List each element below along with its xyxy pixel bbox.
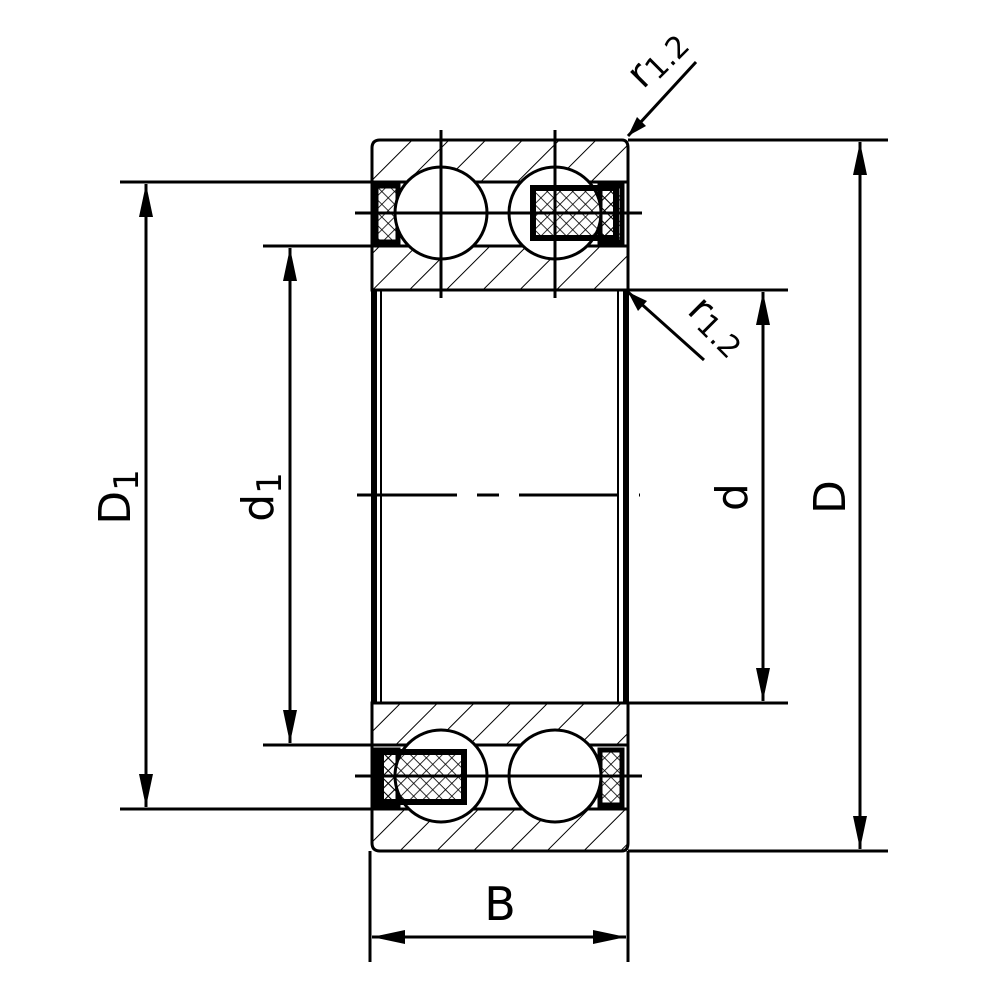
dimension-lines bbox=[139, 60, 867, 944]
bottom-section bbox=[355, 701, 642, 853]
inner-ring-top-hatch bbox=[372, 246, 628, 290]
label-D1-sub: 1 bbox=[107, 469, 147, 491]
top-section bbox=[355, 130, 642, 298]
label-d1-main: d bbox=[233, 494, 284, 522]
label-D1: D1 bbox=[90, 469, 147, 525]
bottom-section-outline bbox=[370, 701, 630, 853]
label-d1: d1 bbox=[233, 472, 290, 522]
label-r-mid: r1.2 bbox=[678, 287, 757, 366]
label-d1-sub: 1 bbox=[250, 472, 290, 494]
bore bbox=[357, 290, 640, 703]
label-d: d bbox=[707, 483, 758, 511]
extension-lines bbox=[120, 138, 888, 962]
inner-ring-bottom-hatch bbox=[372, 703, 628, 745]
label-D: D bbox=[805, 480, 856, 514]
label-r-top: r1.2 bbox=[618, 19, 697, 98]
label-D1-main: D bbox=[90, 491, 141, 525]
label-B: B bbox=[484, 877, 516, 931]
outer-ring-top-hatch bbox=[372, 140, 628, 182]
outer-ring-bottom-hatch bbox=[372, 809, 628, 851]
